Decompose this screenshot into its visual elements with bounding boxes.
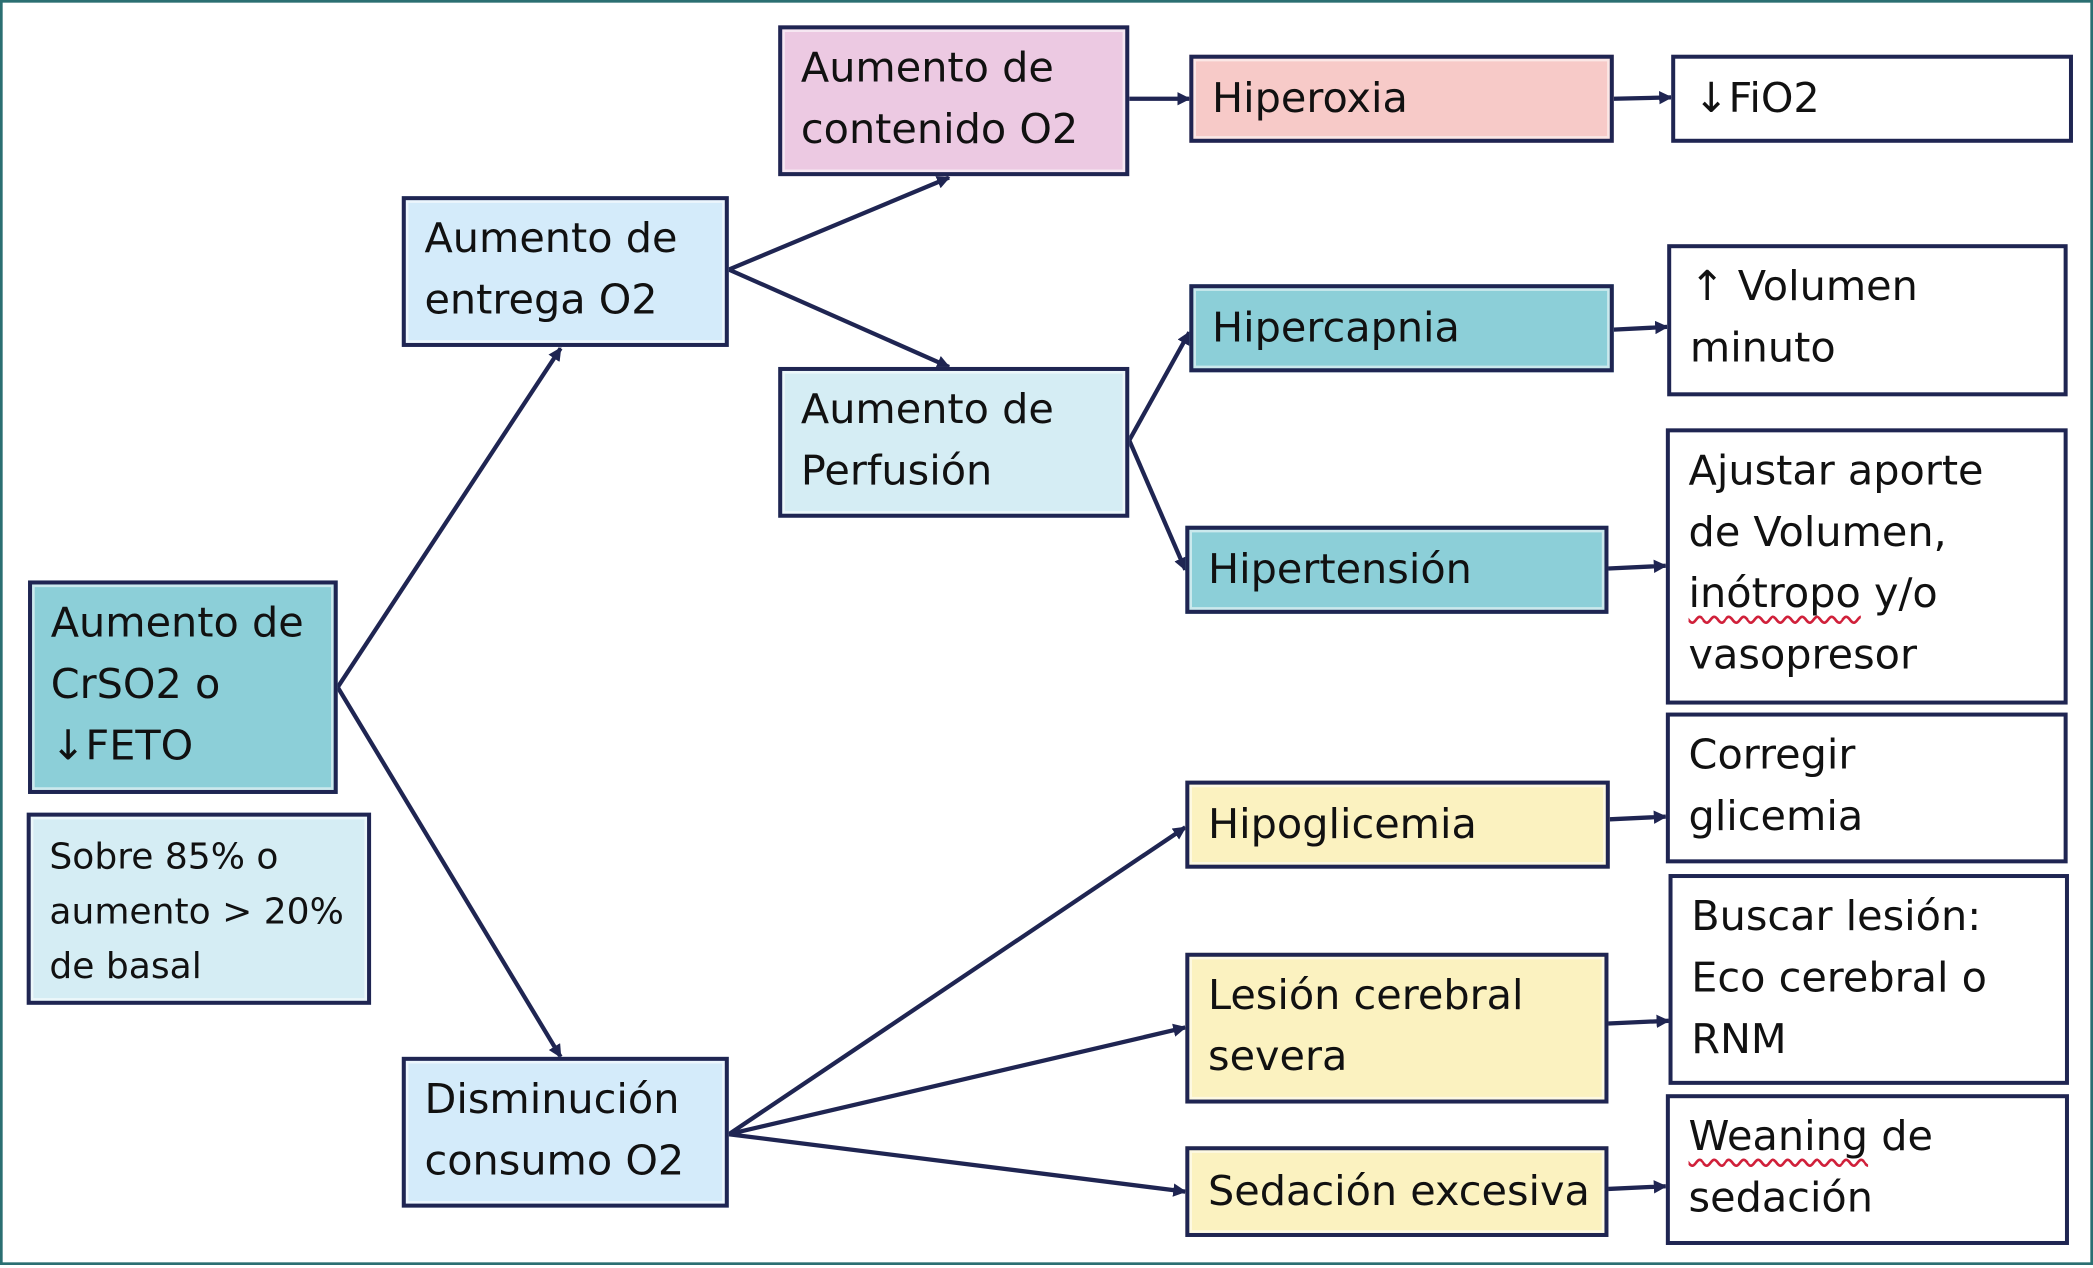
node-text-line: vasopresor xyxy=(1688,631,1917,680)
node-text-line: Hipoglicemia xyxy=(1208,800,1477,849)
node-text: Hipoglicemia xyxy=(1208,794,1477,855)
arrow-sedation-to-action_weaning xyxy=(1608,1180,1668,1194)
node-text: Corregir glicemia xyxy=(1689,725,2045,848)
action-increase-minute-volume: ↑ Volumen minuto xyxy=(1667,244,2068,397)
node-text-line: Aumento de xyxy=(800,385,1054,434)
node-text-line: RNM xyxy=(1691,1015,1787,1064)
node-text-line: Hipercapnia xyxy=(1212,304,1460,353)
node-text-line: glicemia xyxy=(1688,792,1864,841)
node-excessive-sedation: Sedación excesiva xyxy=(1185,1146,1609,1237)
node-text: Aumento de CrSO2 o ↓FETO xyxy=(51,592,315,776)
node-text-line: Disminución xyxy=(424,1075,680,1124)
arrow-hypoglycemia-to-action_glycemia xyxy=(1609,810,1668,824)
node-threshold-note: Sobre 85% o aumento > 20% de basal xyxy=(26,812,372,1005)
node-increase-o2-delivery: Aumento de entrega O2 xyxy=(401,196,729,347)
arrow-consumption-to-sedation xyxy=(728,1132,1187,1197)
node-text-line: ↓FETO xyxy=(50,721,194,770)
arrow-brain_injury-to-action_search xyxy=(1608,1014,1670,1029)
spellcheck-underline: Weaning xyxy=(1688,1112,1869,1161)
node-text-line: ↓FiO2 xyxy=(1693,74,1820,123)
action-sedation-weaning: Weaning de sedación xyxy=(1665,1094,2069,1245)
arrow-delivery-to-perfusion xyxy=(727,267,951,369)
node-text: Weaning de sedación xyxy=(1689,1106,2047,1229)
node-text-line: Lesión cerebral xyxy=(1208,971,1524,1020)
arrow-hypercapnia-to-action_volume xyxy=(1613,320,1669,335)
node-text-line: de Volumen, xyxy=(1688,508,1947,557)
node-text: ↑ Volumen minuto xyxy=(1690,256,2045,379)
arrow-perfusion-to-hypertension xyxy=(1127,439,1188,572)
node-text-line: Weaning de xyxy=(1688,1112,1933,1161)
node-hyperoxia: Hiperoxia xyxy=(1189,54,1614,143)
node-text-line: aumento > 20% xyxy=(49,891,344,933)
action-adjust-volume-inotropes: Ajustar aporte de Volumen, inótropo y/o vas… xyxy=(1665,428,2068,705)
node-text-line: inótropo y/o xyxy=(1688,569,1938,618)
spellcheck-underline: inótropo xyxy=(1688,569,1861,618)
node-text-line: Eco cerebral o xyxy=(1691,954,1987,1003)
node-hypertension: Hipertensión xyxy=(1185,525,1609,614)
node-increase-crso2: Aumento de CrSO2 o ↓FETO xyxy=(28,580,338,794)
node-increase-perfusion: Aumento de Perfusión xyxy=(778,366,1130,518)
node-severe-brain-injury: Lesión cerebral severa xyxy=(1185,952,1609,1104)
node-text-line: Hipertensión xyxy=(1208,545,1472,594)
arrow-perfusion-to-hypercapnia xyxy=(1127,331,1192,442)
node-text-line: contenido O2 xyxy=(800,105,1079,154)
action-search-brain-lesion: Buscar lesión: Eco cerebral o RNM xyxy=(1668,874,2069,1085)
action-correct-glycemia: Corregir glicemia xyxy=(1665,712,2068,864)
node-hypoglycemia: Hipoglicemia xyxy=(1185,780,1610,869)
node-text-line: Hiperoxia xyxy=(1212,74,1408,123)
arrow-root-to-delivery xyxy=(335,347,563,689)
node-text: Hipertensión xyxy=(1208,539,1472,600)
node-text-line: Corregir xyxy=(1688,731,1856,780)
node-text-line: CrSO2 o xyxy=(50,660,221,709)
node-text-line: Sedación excesiva xyxy=(1208,1167,1590,1216)
arrow-consumption-to-brain_injury xyxy=(728,1023,1187,1137)
node-text-line: Perfusión xyxy=(800,447,993,496)
connector-layer xyxy=(335,91,1673,1197)
node-text-line: Sobre 85% o xyxy=(49,836,279,879)
arrow-root-to-consumption xyxy=(335,686,563,1058)
node-text: Sobre 85% o aumento > 20% de basal xyxy=(49,830,348,994)
node-text-line: consumo O2 xyxy=(424,1136,685,1185)
node-text: Hiperoxia xyxy=(1212,68,1408,129)
arrow-hypertension-to-action_adjust xyxy=(1608,559,1668,574)
node-text-line: sedación xyxy=(1688,1174,1873,1223)
node-text: Aumento de Perfusión xyxy=(801,379,1107,502)
node-text-line: Aumento de xyxy=(800,44,1054,93)
node-text-line: Aumento de xyxy=(50,599,304,648)
node-text-line: minuto xyxy=(1689,324,1836,373)
node-text: Hipercapnia xyxy=(1212,298,1460,359)
node-text: Aumento de contenido O2 xyxy=(801,37,1107,160)
node-text-line: Ajustar aporte xyxy=(1688,447,1984,496)
node-hypercapnia: Hipercapnia xyxy=(1189,284,1614,373)
node-text: Lesión cerebral severa xyxy=(1208,965,1586,1088)
node-text: Sedación excesiva xyxy=(1208,1161,1590,1222)
node-text-line: Aumento de xyxy=(424,214,678,263)
node-text: Ajustar aporte de Volumen, inótropo y/o vas… xyxy=(1689,440,2045,686)
node-text: Buscar lesión: Eco cerebral o RNM xyxy=(1691,886,2046,1070)
node-text-line: ↑ Volumen xyxy=(1689,262,1918,311)
node-text-line: Buscar lesión: xyxy=(1691,892,1982,941)
node-text-line: entrega O2 xyxy=(424,276,658,325)
node-text: Disminución consumo O2 xyxy=(424,1069,706,1192)
node-text-line: severa xyxy=(1208,1032,1348,1081)
action-decrease-fio2: ↓FiO2 xyxy=(1671,54,2073,143)
node-text-line: de basal xyxy=(49,946,202,988)
node-increase-o2-content: Aumento de contenido O2 xyxy=(778,25,1130,177)
node-text: ↓FiO2 xyxy=(1694,68,1820,129)
arrow-hyperoxia-to-action_fio2 xyxy=(1613,91,1673,105)
arrow-delivery-to-o2_content xyxy=(727,175,951,272)
node-decrease-o2-consumption: Disminución consumo O2 xyxy=(401,1056,729,1208)
node-text: Aumento de entrega O2 xyxy=(424,208,706,331)
arrow-consumption-to-hypoglycemia xyxy=(727,825,1187,1137)
